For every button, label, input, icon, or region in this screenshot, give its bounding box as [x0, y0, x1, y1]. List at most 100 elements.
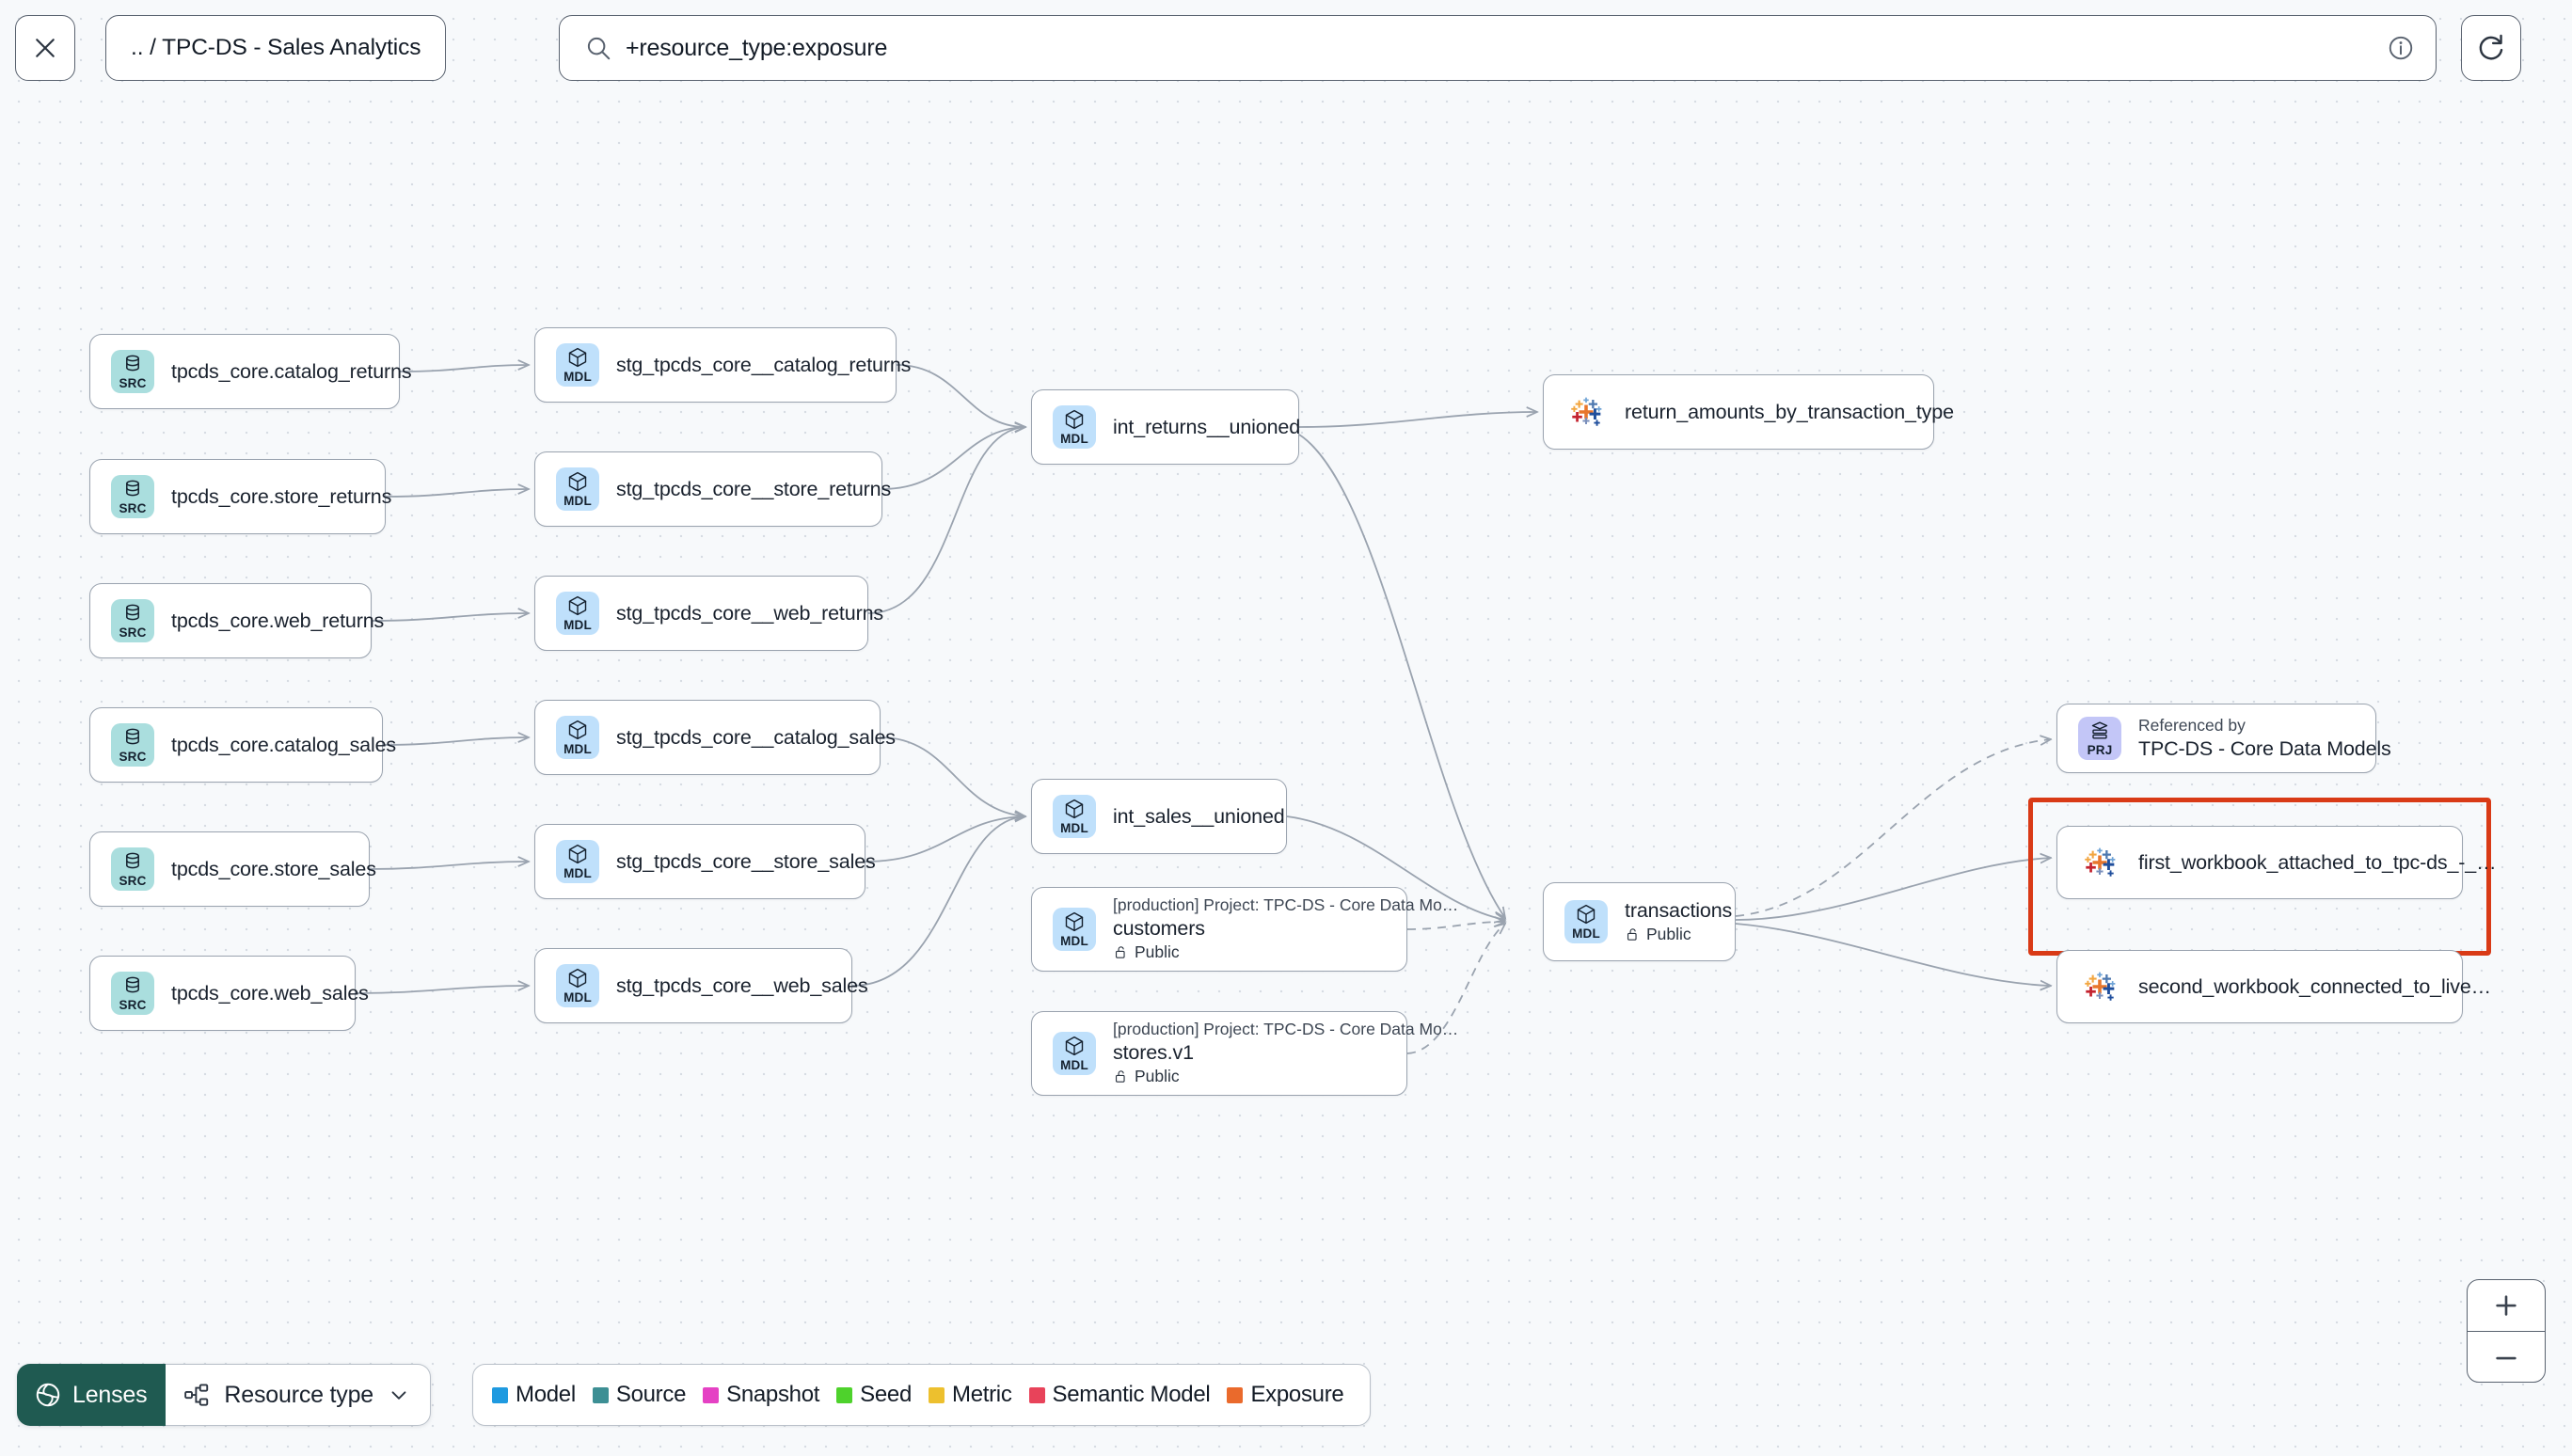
node-badge-label: MDL: [564, 370, 592, 385]
node-badge-label: MDL: [1060, 821, 1088, 836]
node-badge-label: MDL: [1060, 1058, 1088, 1073]
legend-label: Exposure: [1250, 1382, 1344, 1407]
node-text-block: int_sales__unioned: [1113, 804, 1285, 830]
resource-type-label: Resource type: [224, 1381, 374, 1408]
legend-item-seed[interactable]: Seed: [836, 1382, 912, 1408]
node-text-block: tpcds_core.catalog_sales: [171, 733, 396, 758]
lineage-node-stg_store_returns[interactable]: MDL stg_tpcds_core__store_returns: [534, 451, 891, 527]
cube-icon: [1577, 905, 1596, 925]
lineage-node-int_sales_unioned[interactable]: MDL int_sales__unioned: [1031, 779, 1287, 854]
node-visibility-label: Public: [1646, 924, 1691, 943]
cube-icon: [1065, 1037, 1084, 1056]
node-badge-label: PRJ: [2087, 743, 2113, 758]
legend-item-snapshot[interactable]: Snapshot: [703, 1382, 819, 1408]
lineage-node-customers[interactable]: MDL [production] Project: TPC-DS - Core D…: [1031, 887, 1459, 972]
zoom-out-button[interactable]: [2468, 1332, 2545, 1382]
breadcrumb[interactable]: .. / TPC-DS - Sales Analytics: [105, 15, 447, 81]
node-badge-label: MDL: [564, 494, 592, 509]
zoom-in-button[interactable]: [2468, 1280, 2545, 1332]
node-badge-mdl: MDL: [1053, 908, 1096, 951]
legend-item-semantic-model[interactable]: Semantic Model: [1028, 1382, 1211, 1408]
lineage-node-src_store_sales[interactable]: SRC tpcds_core.store_sales: [89, 831, 376, 907]
node-text-block: tpcds_core.store_returns: [171, 484, 391, 510]
refresh-button[interactable]: [2461, 15, 2521, 81]
node-text-block: stg_tpcds_core__catalog_sales: [616, 725, 896, 751]
lineage-node-return_amounts[interactable]: return_amounts_by_transaction_type: [1543, 374, 1954, 450]
search-input[interactable]: +resource_type:exposure: [559, 15, 2437, 81]
database-icon: [126, 604, 139, 621]
node-text-block: return_amounts_by_transaction_type: [1625, 400, 1954, 425]
lineage-node-src_store_returns[interactable]: SRC tpcds_core.store_returns: [89, 459, 391, 534]
node-badge-src: SRC: [111, 972, 154, 1015]
lineage-node-stores_v1[interactable]: MDL [production] Project: TPC-DS - Core D…: [1031, 1011, 1459, 1096]
node-text-block: stg_tpcds_core__store_returns: [616, 477, 891, 502]
node-badge-mdl: MDL: [1053, 1032, 1096, 1075]
legend-color-swatch: [1028, 1386, 1045, 1403]
close-button[interactable]: [15, 15, 75, 81]
node-text-block: tpcds_core.store_sales: [171, 857, 376, 882]
resource-type-dropdown[interactable]: Resource type: [166, 1364, 432, 1426]
cube-icon: [568, 348, 587, 368]
node-text-block: first_workbook_attached_to_tpc-ds_-_…: [2138, 850, 2497, 876]
database-icon: [126, 852, 139, 869]
node-badge-mdl: MDL: [556, 467, 599, 511]
legend-item-source[interactable]: Source: [592, 1382, 686, 1408]
node-title: first_workbook_attached_to_tpc-ds_-_…: [2138, 850, 2497, 874]
lineage-node-second_workbook[interactable]: second_workbook_connected_to_live…: [2056, 950, 2491, 1023]
cube-icon: [568, 845, 587, 864]
node-text-block: tpcds_core.web_returns: [171, 609, 384, 634]
node-badge-src: SRC: [111, 475, 154, 518]
node-title: tpcds_core.catalog_returns: [171, 359, 412, 383]
legend-label: Semantic Model: [1052, 1382, 1211, 1407]
plus-icon: [2496, 1295, 2516, 1316]
node-badge-src: SRC: [111, 350, 154, 393]
node-badge-label: MDL: [1060, 934, 1088, 949]
node-title: stg_tpcds_core__catalog_sales: [616, 725, 896, 749]
node-badge-mdl: MDL: [1053, 795, 1096, 838]
node-badge-src: SRC: [111, 723, 154, 767]
node-title: int_sales__unioned: [1113, 804, 1285, 828]
node-badge-src: SRC: [111, 847, 154, 891]
legend-color-swatch: [492, 1386, 508, 1403]
node-visibility-label: Public: [1135, 1067, 1180, 1085]
lineage-node-stg_web_returns[interactable]: MDL stg_tpcds_core__web_returns: [534, 576, 883, 651]
legend-item-exposure[interactable]: Exposure: [1227, 1382, 1344, 1408]
lenses-button[interactable]: Lenses: [17, 1364, 167, 1426]
legend-color-swatch: [703, 1386, 720, 1403]
zoom-controls: [2467, 1279, 2546, 1383]
legend-item-metric[interactable]: Metric: [929, 1382, 1012, 1408]
node-badge-exposure: [2078, 965, 2121, 1008]
node-subtitle: [production] Project: TPC-DS - Core Data…: [1113, 1020, 1459, 1039]
lineage-node-first_workbook[interactable]: first_workbook_attached_to_tpc-ds_-_…: [2056, 826, 2497, 899]
node-badge-label: MDL: [564, 618, 592, 633]
cube-icon: [568, 969, 587, 989]
lineage-node-src_catalog_sales[interactable]: SRC tpcds_core.catalog_sales: [89, 707, 396, 783]
legend-label: Seed: [860, 1382, 912, 1407]
database-icon: [126, 976, 139, 993]
chevron-down-icon: [391, 1391, 406, 1400]
node-title: return_amounts_by_transaction_type: [1625, 400, 1954, 423]
legend-item-model[interactable]: Model: [492, 1382, 576, 1408]
cube-icon: [1065, 410, 1084, 430]
hierarchy-icon: [184, 1384, 209, 1406]
search-query-text: +resource_type:exposure: [626, 34, 888, 61]
info-icon[interactable]: [2387, 34, 2415, 62]
node-badge-mdl: MDL: [556, 343, 599, 387]
node-badge-label: SRC: [119, 998, 147, 1013]
legend-color-swatch: [836, 1386, 853, 1403]
node-title: stg_tpcds_core__web_returns: [616, 601, 883, 625]
node-subtitle: [production] Project: TPC-DS - Core Data…: [1113, 895, 1459, 915]
lineage-node-src_catalog_returns[interactable]: SRC tpcds_core.catalog_returns: [89, 334, 412, 409]
